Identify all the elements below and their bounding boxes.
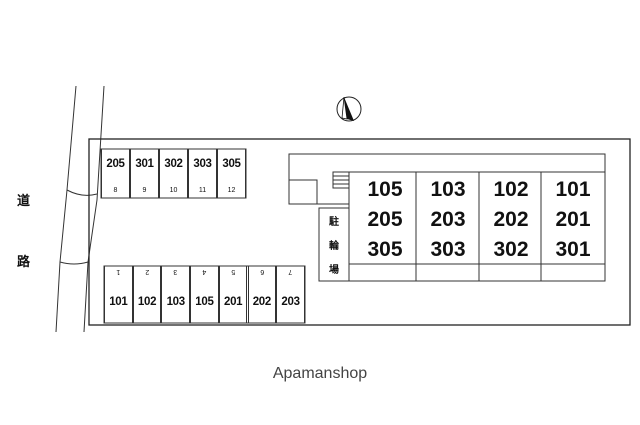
parking-unit-label: 302 bbox=[164, 158, 183, 170]
parking-space-number: 8 bbox=[113, 187, 118, 194]
parking-space: 102 2 bbox=[132, 266, 162, 323]
parking-unit-label: 203 bbox=[281, 296, 300, 308]
parking-unit-label: 303 bbox=[193, 158, 212, 170]
parking-space-number: 5 bbox=[231, 268, 236, 275]
parking-unit-label: 305 bbox=[222, 158, 241, 170]
parking-unit-label: 103 bbox=[166, 296, 186, 308]
unit-number: 102 bbox=[493, 178, 529, 201]
unit-number: 203 bbox=[430, 208, 466, 231]
parking-unit-label: 202 bbox=[252, 296, 272, 308]
parking-space-number: 4 bbox=[202, 268, 207, 275]
parking-space: 103 3 bbox=[161, 266, 191, 323]
unit-number: 105 bbox=[367, 178, 403, 201]
unit-number: 202 bbox=[493, 208, 529, 231]
bicycle-parking-area bbox=[318, 207, 350, 282]
parking-unit-label: 201 bbox=[223, 296, 243, 308]
north-arrow-icon bbox=[334, 94, 364, 124]
road bbox=[55, 85, 105, 333]
bicycle-parking-char: 場 bbox=[329, 265, 339, 276]
parking-space-number: 3 bbox=[173, 268, 178, 275]
unit-number: 205 bbox=[367, 208, 403, 231]
unit-number: 101 bbox=[555, 178, 591, 201]
unit-number: 305 bbox=[367, 238, 403, 261]
unit-number: 201 bbox=[555, 208, 591, 231]
parking-space-number: 1 bbox=[116, 268, 121, 275]
parking-space: 301 9 bbox=[130, 149, 159, 198]
parking-unit-label: 205 bbox=[106, 158, 125, 170]
road-label-char: 道 bbox=[17, 194, 31, 209]
unit-number: 302 bbox=[493, 238, 529, 261]
parking-space: 302 10 bbox=[159, 149, 188, 198]
parking-space-number: 6 bbox=[259, 268, 264, 275]
site-boundary bbox=[88, 138, 631, 326]
bicycle-parking-char: 駐 bbox=[329, 217, 339, 228]
parking-unit-label: 105 bbox=[195, 296, 214, 308]
parking-space: 305 12 bbox=[217, 149, 246, 198]
parking-space-number: 11 bbox=[198, 187, 207, 194]
unit-number: 301 bbox=[555, 238, 591, 261]
parking-unit-label: 101 bbox=[109, 296, 128, 308]
brand-watermark: Apamanshop bbox=[272, 365, 368, 382]
parking-space: 105 4 bbox=[190, 266, 219, 323]
unit-number: 103 bbox=[430, 178, 466, 201]
parking-space: 101 1 bbox=[104, 266, 133, 323]
bicycle-parking-char: 輪 bbox=[329, 241, 339, 252]
unit-number: 303 bbox=[430, 238, 466, 261]
parking-space-number: 12 bbox=[227, 187, 236, 194]
parking-space-number: 7 bbox=[288, 268, 293, 275]
parking-space-number: 9 bbox=[142, 187, 147, 194]
parking-space: 303 11 bbox=[188, 149, 217, 198]
parking-space-number: 10 bbox=[169, 187, 178, 194]
parking-unit-label: 102 bbox=[137, 296, 157, 308]
road-label-char: 路 bbox=[17, 255, 31, 270]
parking-unit-label: 301 bbox=[135, 158, 154, 170]
parking-space-number: 2 bbox=[145, 268, 149, 275]
